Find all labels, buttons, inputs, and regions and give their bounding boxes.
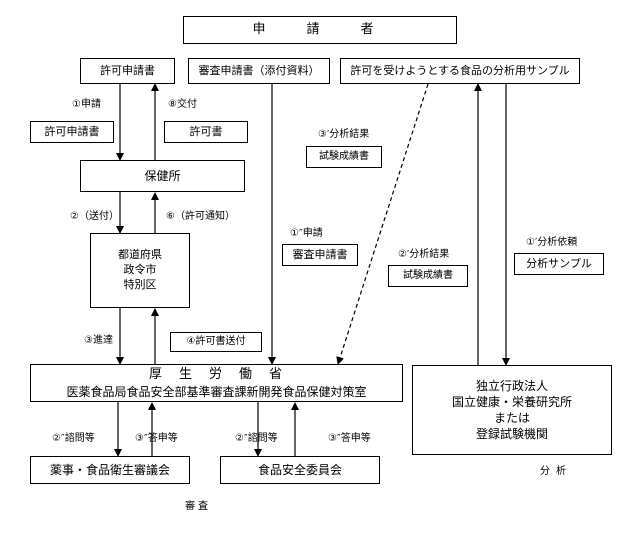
institute-line-1: 独立行政法人 xyxy=(475,378,548,393)
prefecture-line-2: 政令市 xyxy=(123,263,157,277)
test-report-box-2: 試験成績書 xyxy=(388,265,468,287)
step-transmit: ③進達 xyxy=(84,335,113,346)
step-result-1: ③′分析結果 xyxy=(318,129,370,140)
review-application-doc: 審査申請書（添付資料） xyxy=(188,58,330,84)
step-request: ①′分析依頼 xyxy=(526,237,578,248)
institute-line-3: または xyxy=(493,411,530,425)
fsc-box: 食品安全委員会 xyxy=(220,456,380,484)
applicant-label: 申 請 者 xyxy=(252,22,388,38)
step-apply: ①申請 xyxy=(72,99,101,110)
mhlw-line-1: 厚 生 労 働 省 xyxy=(148,367,284,383)
permit-application-text: 許可申請書 xyxy=(100,63,155,77)
review-application-label-box: 審査申請書 xyxy=(282,244,358,266)
council-label: 薬事・食品衛生審議会 xyxy=(49,462,170,477)
test-report-label-1: 試験成績書 xyxy=(319,151,369,163)
prefecture-box: 都道府県 政令市 特別区 xyxy=(90,233,190,308)
permit-certificate-box: 許可書 xyxy=(164,121,248,143)
step-send-permit: ④許可書送付 xyxy=(170,332,262,352)
footer-review: 審査 xyxy=(185,501,211,512)
test-report-label-2: 試験成績書 xyxy=(403,270,453,282)
step-apply-dd: ①″申請 xyxy=(290,228,323,239)
footer-analysis: 分析 xyxy=(540,466,572,477)
review-application-text: 審査申請書（添付資料） xyxy=(198,63,320,77)
institute-line-4: 登録試験機関 xyxy=(475,427,548,442)
permit-application-label-box: 許可申請書 xyxy=(30,121,114,143)
permit-application-label: 許可申請書 xyxy=(44,124,100,138)
analysis-sample-doc: 許可を受けようとする食品の分析用サンプル xyxy=(340,58,580,84)
prefecture-line-3: 特別区 xyxy=(123,277,157,291)
step-result-2: ②′分析結果 xyxy=(398,249,450,260)
step-consult-2: ②″諮問等 xyxy=(235,433,278,444)
analysis-sample-text: 許可を受けようとする食品の分析用サンプル xyxy=(350,63,570,77)
mhlw-box: 厚 生 労 働 省 医薬食品局食品安全部基準審査課新開発食品保健対策室 xyxy=(30,364,403,402)
council-box: 薬事・食品衛生審議会 xyxy=(30,456,190,484)
sample-label: 分析サンプル xyxy=(526,256,592,270)
permit-application-doc: 許可申請書 xyxy=(80,58,175,84)
permit-certificate-label: 許可書 xyxy=(189,124,223,138)
step-issue: ⑧交付 xyxy=(168,99,197,110)
step-consult-1: ②″諮問等 xyxy=(52,433,95,444)
prefecture-line-1: 都道府県 xyxy=(118,248,162,262)
test-report-box-1: 試験成績書 xyxy=(306,146,382,168)
fsc-label: 食品安全委員会 xyxy=(257,462,342,477)
step-reply-1: ③″答申等 xyxy=(135,433,178,444)
institute-line-2: 国立健康・栄養研究所 xyxy=(451,394,572,409)
review-application-label: 審査申請書 xyxy=(292,247,348,261)
step-forward: ②（送付） xyxy=(70,211,119,222)
step-notify: ⑥（許可通知） xyxy=(166,211,235,222)
applicant-box: 申 請 者 xyxy=(183,16,457,44)
health-center-label: 保健所 xyxy=(144,168,181,183)
mhlw-line-2: 医薬食品局食品安全部基準審査課新開発食品保健対策室 xyxy=(66,384,367,399)
sample-label-box: 分析サンプル xyxy=(514,253,604,275)
health-center-box: 保健所 xyxy=(80,160,245,192)
institute-box: 独立行政法人 国立健康・栄養研究所 または 登録試験機関 xyxy=(412,365,612,455)
step-send-permit-text: ④許可書送付 xyxy=(186,336,246,347)
arrow-result-dashed xyxy=(336,83,429,365)
step-reply-2: ③″答申等 xyxy=(328,433,371,444)
